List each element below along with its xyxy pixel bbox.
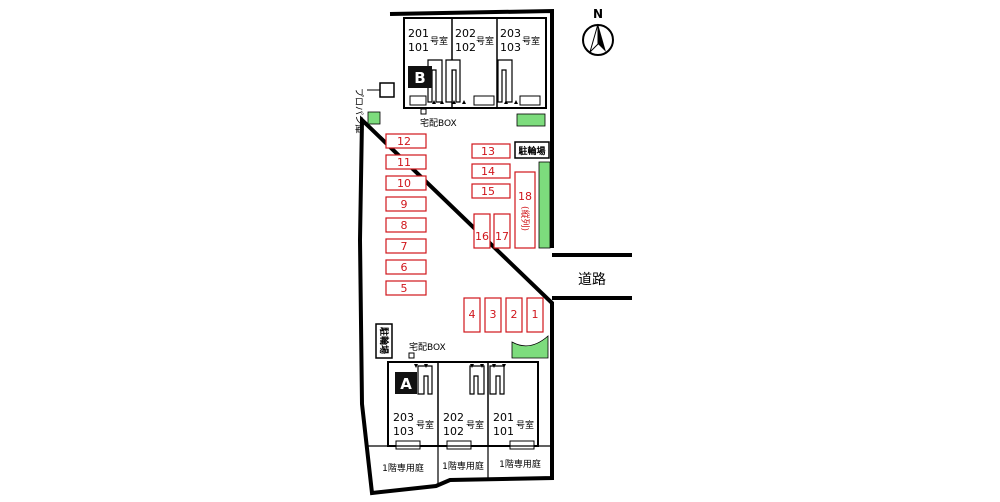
parking-center-columns: 16 17 (473, 213, 511, 249)
unit-b1-upper: 201 (408, 27, 429, 40)
garden-label-2: 1階専用庭 (442, 460, 484, 472)
unit-b3-suffix: 号室 (522, 35, 540, 47)
private-gardens: 1階専用庭 1階専用庭 1階専用庭 (368, 445, 552, 484)
parking-west: 12 11 10 9 8 7 6 5 (385, 133, 427, 296)
unit-a3-suffix: 号室 (516, 419, 534, 431)
unit-b1-suffix: 号室 (430, 35, 448, 47)
parking-spot-9: 9 (401, 198, 408, 211)
bike-parking-right (514, 141, 550, 159)
garden-label-3: 1階専用庭 (499, 458, 541, 470)
parking-spot-5: 5 (401, 282, 408, 295)
bike-parking-right-label: 駐輪場 (518, 145, 545, 157)
road-label: 道路 (578, 272, 606, 288)
greenery-ne (516, 113, 546, 127)
garden-label-1: 1階専用庭 (382, 462, 424, 474)
bike-parking-left-label: 駐輪場 (378, 327, 390, 354)
unit-b3-lower: 103 (500, 41, 521, 54)
parking-spot-1: 1 (532, 308, 539, 321)
unit-a1-suffix: 号室 (416, 419, 434, 431)
site-boundary (357, 8, 554, 496)
parking-spot-18-note: (縦列) (519, 206, 531, 231)
greenery-nw (367, 111, 381, 125)
parking-spot-18: 18 (518, 190, 532, 203)
delivery-box-top (420, 108, 427, 115)
parking-spot-4: 4 (469, 308, 476, 321)
parking-spot-15: 15 (481, 185, 495, 198)
propane-store (379, 82, 395, 98)
parking-tandem: 18 (縦列) (514, 171, 536, 249)
building-b-badge-label: B (414, 69, 425, 87)
unit-a1-upper: 203 (393, 411, 414, 424)
delivery-box-bottom-label: 宅配BOX (409, 341, 446, 353)
unit-a2-lower: 102 (443, 425, 464, 438)
north-arrow-icon: N (582, 7, 614, 56)
building-b-badge (408, 66, 432, 88)
unit-b2-upper: 202 (455, 27, 476, 40)
parking-spot-6: 6 (401, 261, 408, 274)
parking-spot-11: 11 (397, 156, 411, 169)
unit-b2-suffix: 号室 (476, 35, 494, 47)
road: 道路 (552, 253, 632, 300)
parking-spot-16: 16 (475, 230, 489, 243)
bike-parking-left (375, 323, 393, 359)
delivery-box-top-label: 宅配BOX (420, 117, 457, 129)
parking-spot-2: 2 (511, 308, 518, 321)
parking-south: 4 3 2 1 (463, 297, 544, 333)
unit-a2-suffix: 号室 (466, 419, 484, 431)
unit-a3-upper: 201 (493, 411, 514, 424)
parking-spot-7: 7 (401, 240, 408, 253)
parking-spot-14: 14 (481, 165, 495, 178)
parking-center-rows: 13 14 15 (471, 143, 511, 199)
unit-a3-lower: 101 (493, 425, 514, 438)
parking-spot-8: 8 (401, 219, 408, 232)
parking-spot-17: 17 (495, 230, 509, 243)
unit-b3-upper: 203 (500, 27, 521, 40)
parking-spot-12: 12 (397, 135, 411, 148)
unit-a2-upper: 202 (443, 411, 464, 424)
building-a: A 203 103 号室 202 102 号室 201 101 号室 (387, 361, 539, 450)
parking-spot-13: 13 (481, 145, 495, 158)
compass-label: N (593, 7, 603, 21)
building-a-badge-label: A (400, 375, 412, 393)
unit-b1-lower: 101 (408, 41, 429, 54)
parking-spot-3: 3 (490, 308, 497, 321)
parking-spot-10: 10 (397, 177, 411, 190)
propane-label: プロパン庫 (353, 88, 365, 133)
unit-a1-lower: 103 (393, 425, 414, 438)
delivery-box-bottom (408, 352, 415, 359)
building-b: B 201 101 号室 202 102 号室 203 103 号室 (403, 17, 547, 109)
greenery-se (511, 335, 549, 359)
greenery-east (538, 161, 551, 249)
unit-b2-lower: 102 (455, 41, 476, 54)
building-a-badge (395, 372, 417, 394)
